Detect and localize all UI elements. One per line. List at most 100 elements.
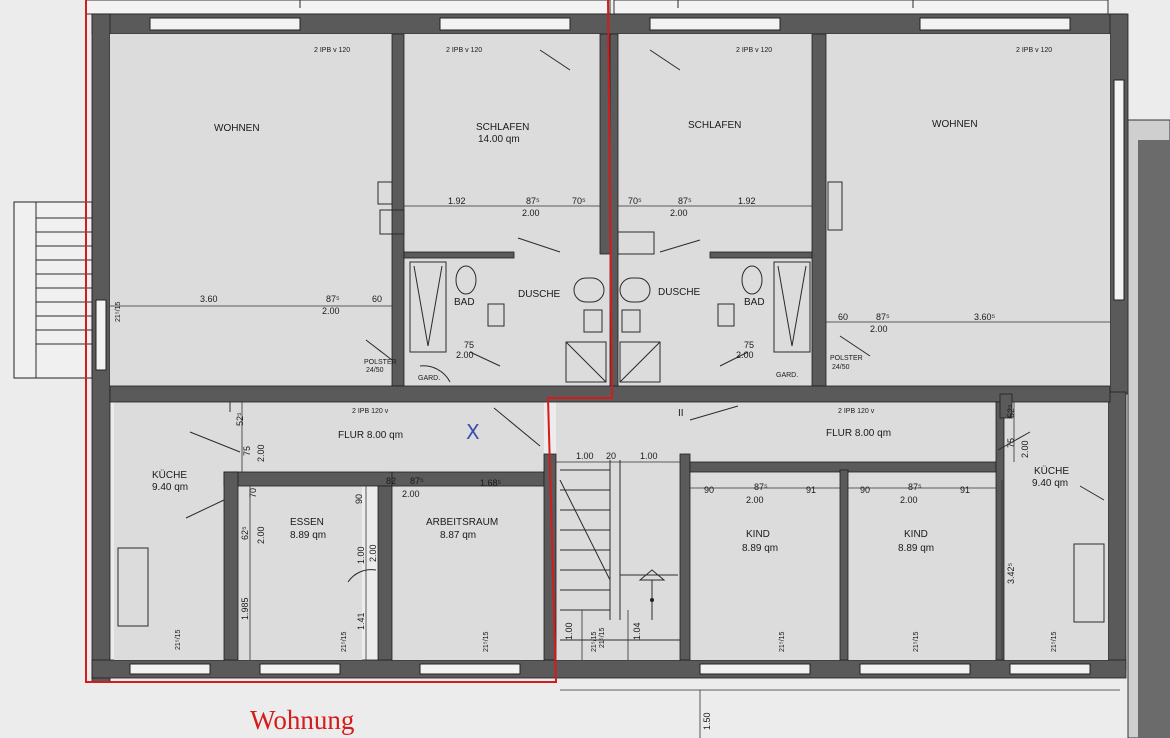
beam-note: 2 IPB v 120 (1016, 47, 1052, 54)
dimension-label: 70 (248, 488, 258, 498)
dimension-label: 60 (838, 312, 848, 322)
windows (95, 17, 1125, 675)
dimension-label: 70⁵ (628, 196, 642, 206)
beam-note: 2 IPB 120 v (352, 408, 389, 415)
label-flur-left: FLUR 8.00 qm (338, 430, 403, 441)
dimension-label: 87⁵ (754, 482, 768, 492)
dimension-label: 2.00 (522, 208, 540, 218)
label-kind-1: KIND (746, 529, 770, 540)
dimension-label: 1.92 (448, 196, 466, 206)
label-polster-left-size: 24/50 (366, 367, 384, 374)
label-dusche-left: DUSCHE (518, 289, 561, 300)
dimension-label: 2.00 (870, 324, 888, 334)
dimension-label: 75 (242, 446, 252, 456)
dimension-label: 1.985 (240, 597, 250, 620)
wall-note: 21⁵/15 (1051, 631, 1058, 652)
label-polster-left: POLSTER (364, 359, 397, 366)
top-edge-strip (85, 0, 1109, 15)
dimension-label: 91 (960, 485, 970, 495)
dimension-label: 20 (606, 451, 616, 461)
dimension-label: 3.42⁵ (1006, 562, 1016, 584)
dimension-label: 62⁵ (240, 526, 250, 540)
label-kueche-left: KÜCHE (152, 469, 187, 481)
dimension-label: 1.00 (640, 451, 658, 461)
dimension-label: 52⁵ (1006, 404, 1016, 418)
label-dusche-right: DUSCHE (658, 287, 701, 298)
apartment-outline (85, 0, 614, 683)
caption-wohnung: Wohnung (250, 705, 354, 735)
exterior-stairs (13, 201, 93, 379)
label-wohnen-right: WOHNEN (932, 119, 978, 130)
room-labels: WOHNEN WOHNEN SCHLAFEN 14.00 qm SCHLAFEN… (152, 119, 1069, 554)
wall-note: 21⁵/15 (913, 631, 920, 652)
dimension-label: 2.00 (256, 444, 266, 462)
dimension-label: 2.00 (456, 350, 474, 360)
dimension-label: 2.00 (402, 489, 420, 499)
wall-note: 21⁵/15 (115, 301, 122, 322)
dimension-label: 1.00 (356, 546, 366, 564)
dimension-label: 2.00 (746, 495, 764, 505)
dimension-label: 75 (744, 340, 754, 350)
dimension-label: 82 (386, 476, 396, 486)
dimension-label: 90 (704, 485, 714, 495)
label-kind-1-area: 8.89 qm (742, 543, 778, 554)
dimension-label: 2.00 (670, 208, 688, 218)
dimension-label: 87⁵ (526, 196, 540, 206)
label-gard-left: GARD. (418, 375, 440, 382)
dimension-label: 2.00 (736, 350, 754, 360)
sanitary-fixtures (117, 181, 1105, 627)
beam-note: 2 IPB 120 v (838, 408, 875, 415)
label-gard-right: GARD. (776, 372, 798, 379)
dimension-label: 60 (372, 294, 382, 304)
dimension-lines (110, 205, 1120, 738)
dimension-label: 2.00 (900, 495, 918, 505)
dimension-label: 87⁵ (678, 196, 692, 206)
dimension-label: 3.60 (200, 294, 218, 304)
dimension-label: 1.00 (564, 622, 574, 640)
label-schlafen-left: SCHLAFEN (476, 122, 529, 133)
right-neighbour-wall (1127, 119, 1170, 738)
wall-note: 21⁵/15 (175, 629, 182, 650)
stairwell (559, 460, 680, 641)
blue-x-mark: X (466, 420, 480, 444)
dimension-label: 90 (354, 494, 364, 504)
label-kueche-right: KÜCHE (1034, 465, 1069, 477)
dimension-label: 87⁵ (908, 482, 922, 492)
dimension-label: 52⁵ (235, 412, 245, 426)
label-wohnen-left: WOHNEN (214, 123, 260, 134)
dimension-label: 75 (1006, 438, 1016, 448)
label-arbeitsraum: ARBEITSRAUM (426, 517, 498, 528)
label-kueche-left-area: 9.40 qm (152, 482, 188, 493)
label-flur-right: FLUR 8.00 qm (826, 428, 891, 439)
beam-note: 2 IPB v 120 (736, 47, 772, 54)
wall-note: 21⁵/15 (483, 631, 490, 652)
dimension-label: 2.00 (322, 306, 340, 316)
dimension-label: 1.68⁵ (480, 478, 502, 488)
dimension-label: 1.41 (356, 612, 366, 630)
label-stair-marker: II (678, 408, 684, 419)
dimension-label: 2.00 (256, 526, 266, 544)
label-bad-right: BAD (744, 297, 765, 308)
dimension-label: 1.00 (576, 451, 594, 461)
label-polster-right-size: 24/50 (832, 364, 850, 371)
dimension-label: 75 (464, 340, 474, 350)
dimension-label: 91 (806, 485, 816, 495)
dimension-label: 87⁵ (876, 312, 890, 322)
dimension-label: 87⁵ (410, 476, 424, 486)
dimension-label: 1.04 (632, 622, 642, 640)
dimension-label: 90 (860, 485, 870, 495)
dimension-label: 1.92 (738, 196, 756, 206)
dimension-label: 1.50 (702, 712, 712, 730)
label-essen-area: 8.89 qm (290, 530, 326, 541)
label-schlafen-left-area: 14.00 qm (478, 134, 520, 145)
interior-walls (109, 33, 1111, 661)
wall-note: 21⁵/15 (779, 631, 786, 652)
label-kueche-right-area: 9.40 qm (1032, 478, 1068, 489)
dimension-label: 87⁵ (326, 294, 340, 304)
room-floors (110, 34, 1110, 660)
label-essen: ESSEN (290, 517, 324, 528)
dimension-label: 2.00 (368, 544, 378, 562)
beam-note: 2 IPB v 120 (314, 47, 350, 54)
beam-notes: 2 IPB v 120 2 IPB v 120 2 IPB v 120 2 IP… (314, 47, 1052, 415)
